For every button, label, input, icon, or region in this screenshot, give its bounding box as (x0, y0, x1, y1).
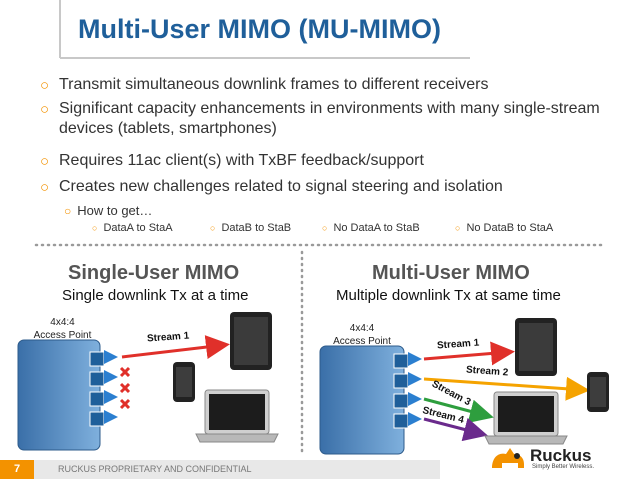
right-stream-2-arrow (423, 376, 590, 401)
laptop-icon (195, 389, 279, 443)
blocked-x-icon (119, 366, 131, 410)
right-stream-4-arrow (423, 417, 488, 442)
multi-user-mimo-subtitle: Multiple downlink Tx at same time (336, 287, 561, 304)
sub-sub-bullet-4: ○No DataB to StaA (455, 222, 554, 234)
sub-sub-bullet-2: ○DataB to StaB (210, 222, 292, 234)
bullet-ring-icon: ○ (64, 204, 72, 218)
single-user-mimo-subtitle: Single downlink Tx at a time (62, 287, 249, 304)
page-number: 7 (0, 460, 34, 479)
sub-sub-bullet-1: ○DataA to StaA (92, 222, 173, 234)
bullet-3: ○Requires 11ac client(s) with TxBF feedb… (40, 152, 424, 170)
confidential-label: RUCKUS PROPRIETARY AND CONFIDENTIAL (58, 464, 252, 474)
ruckus-logo-text: Ruckus (530, 446, 592, 465)
header-frame (59, 0, 470, 59)
dotted-divider (34, 243, 607, 454)
bullet-ring-icon: ○ (322, 223, 328, 233)
tablet-icon (515, 318, 557, 376)
bullet-4: ○Creates new challenges related to signa… (40, 178, 503, 196)
multi-user-diagram (319, 318, 609, 455)
bullet-ring-icon: ○ (210, 223, 216, 233)
single-user-diagram (17, 312, 279, 451)
bullet-2: ○Significant capacity enhancements in en… (40, 100, 600, 137)
right-stream-1-arrow (423, 341, 515, 366)
bullet-ring-icon: ○ (40, 153, 50, 170)
bullet-ring-icon: ○ (455, 223, 461, 233)
single-user-mimo-title: Single-User MIMO (68, 262, 240, 284)
bullet-ring-icon: ○ (40, 179, 50, 196)
left-access-point-icon (17, 339, 101, 451)
tablet-icon (230, 312, 272, 370)
ruckus-tagline: Simply Better Wireless. (532, 464, 595, 470)
right-stream-3-arrow (423, 397, 494, 423)
bullet-ring-icon: ○ (40, 101, 50, 118)
bullet-ring-icon: ○ (92, 223, 98, 233)
multi-user-mimo-title: Multi-User MIMO (372, 262, 530, 284)
laptop-icon (484, 391, 568, 445)
sub-sub-bullet-3: ○No DataA to StaB (322, 222, 420, 234)
smartphone-icon (173, 362, 195, 402)
footer-bar (0, 460, 440, 479)
left-stream-1-arrow (121, 335, 230, 360)
smartphone-icon (587, 372, 609, 412)
bullet-1: ○Transmit simultaneous downlink frames t… (40, 76, 489, 94)
sub-bullet: ○How to get… (64, 203, 153, 218)
slide-title: Multi-User MIMO (MU-MIMO) (78, 14, 441, 44)
ruckus-dog-logo-icon (492, 448, 524, 468)
bullet-ring-icon: ○ (40, 77, 50, 94)
right-access-point-icon (319, 345, 405, 455)
